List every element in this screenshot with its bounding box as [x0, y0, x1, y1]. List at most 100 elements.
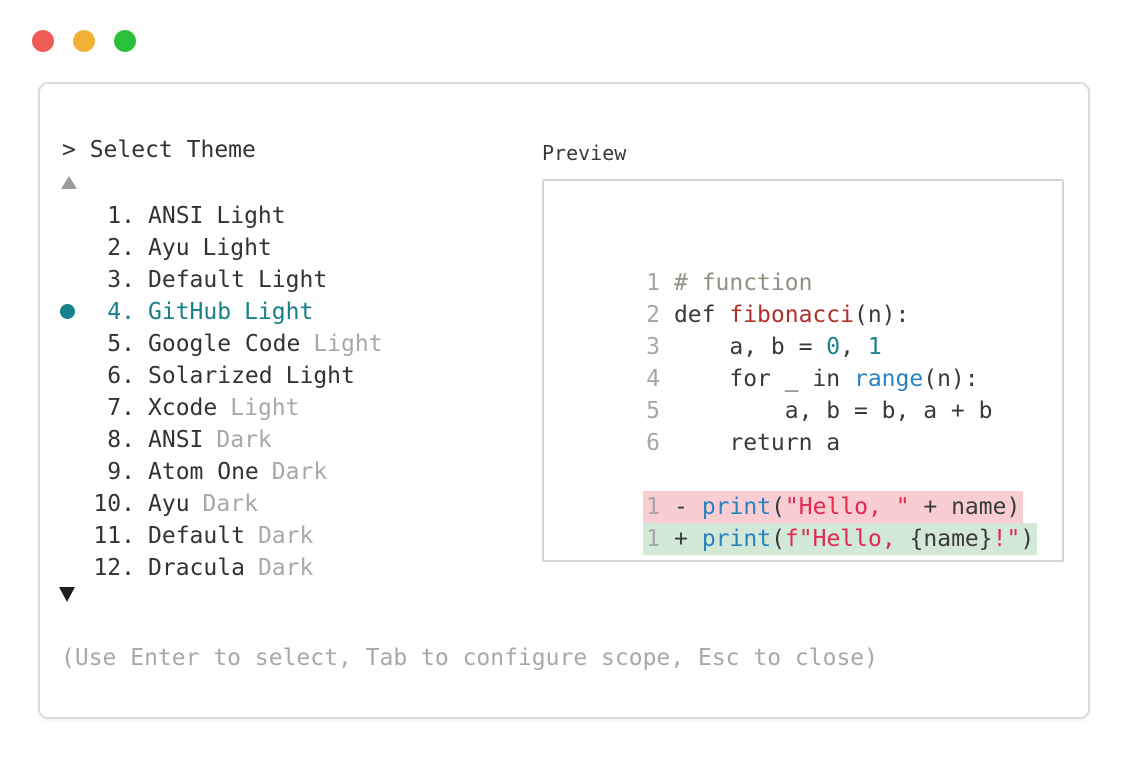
code-token: 1: [867, 334, 882, 360]
theme-variant: Light: [257, 267, 328, 293]
select-theme-prompt: > Select Theme: [62, 137, 256, 163]
window-controls: [32, 30, 136, 52]
selection-marker: [59, 232, 92, 264]
code-line: 3 a, b = 0, 1: [563, 299, 1062, 360]
theme-option-ansi-dark[interactable]: 8. ANSI Dark: [40, 424, 383, 456]
preview-title: Preview: [542, 141, 627, 165]
theme-option-github-light[interactable]: 4. GitHub Light: [40, 296, 383, 328]
theme-option-google-code-light[interactable]: 5. Google Code Light: [40, 328, 383, 360]
minimize-button[interactable]: [73, 30, 95, 52]
code-token: + name): [909, 494, 1021, 520]
theme-option-ayu-dark[interactable]: 10. Ayu Dark: [40, 488, 383, 520]
line-number: 1: [646, 494, 660, 520]
theme-name: ANSI: [148, 427, 204, 453]
selection-marker: [59, 200, 92, 232]
diff-minus-sign: -: [673, 494, 688, 520]
theme-variant: Dark: [202, 491, 258, 517]
theme-option-default-light[interactable]: 3. Default Light: [40, 264, 383, 296]
theme-name: Default: [148, 267, 245, 293]
theme-number: 11.: [93, 523, 135, 549]
scroll-up-icon: [61, 176, 77, 189]
code-token: "Hello, ": [784, 494, 910, 520]
theme-variant: Dark: [271, 459, 328, 485]
theme-variant: Light: [313, 331, 383, 357]
code-token: {name}: [909, 526, 993, 552]
selection-marker: [59, 456, 92, 488]
theme-option-atom-one-dark[interactable]: 9. Atom One Dark: [40, 456, 383, 488]
theme-number: 2.: [107, 235, 135, 261]
theme-number: 8.: [107, 427, 135, 453]
theme-name: Atom One: [148, 459, 259, 485]
line-number: 5: [646, 398, 660, 424]
selection-marker: [59, 424, 92, 456]
theme-option-xcode-light[interactable]: 7. Xcode Light: [40, 392, 383, 424]
code-token: def: [673, 302, 730, 328]
selection-marker: [59, 520, 92, 552]
theme-number: 6.: [107, 363, 135, 389]
code-token: fibonacci: [729, 302, 854, 328]
code-token: a, b = b, a + b: [673, 398, 993, 424]
scroll-down-icon: [59, 587, 75, 602]
code-token: (n):: [923, 366, 979, 392]
code-token: !": [992, 526, 1021, 552]
theme-number: 10.: [93, 491, 135, 517]
theme-number: 1.: [107, 203, 135, 229]
code-token: print: [701, 526, 772, 552]
theme-option-ansi-light[interactable]: 1. ANSI Light: [40, 200, 383, 232]
theme-variant: Light: [244, 299, 314, 325]
code-token: for _ in: [673, 366, 854, 392]
diff-removed-line: 1-print("Hello, " + name): [563, 459, 1062, 523]
code-line: 4 for _ in range(n):: [563, 331, 1062, 392]
code-line: 1 # function: [563, 235, 1062, 296]
theme-variant: Dark: [216, 427, 272, 453]
code-token: # function: [673, 270, 813, 296]
theme-list: 1. ANSI Light 2. Ayu Light 3. Default Li…: [40, 200, 383, 584]
theme-name: Google Code: [148, 331, 301, 357]
code-line: 2 def fibonacci(n):: [563, 267, 1062, 328]
line-number: 3: [646, 334, 660, 360]
theme-variant: Light: [230, 395, 300, 421]
code-token: print: [701, 494, 772, 520]
close-button[interactable]: [32, 30, 54, 52]
theme-variant: Light: [216, 203, 286, 229]
code-token: return a: [673, 430, 841, 456]
diff-added-line: 1+print(f"Hello, {name}!"): [563, 491, 1062, 555]
selection-marker: [59, 360, 92, 392]
theme-option-dracula-dark[interactable]: 12. Dracula Dark: [40, 552, 383, 584]
theme-option-ayu-light[interactable]: 2. Ayu Light: [40, 232, 383, 264]
theme-number: 7.: [107, 395, 135, 421]
code-token: (: [771, 526, 785, 552]
theme-number: 9.: [107, 459, 135, 485]
theme-variant: Dark: [257, 555, 314, 581]
line-number: 1: [646, 526, 660, 552]
code-token: (: [771, 494, 785, 520]
line-number: 1: [646, 270, 660, 296]
code-token: ,: [840, 334, 868, 360]
theme-option-default-dark[interactable]: 11. Default Dark: [40, 520, 383, 552]
line-number: 2: [646, 302, 660, 328]
code-line: 6 return a: [563, 395, 1062, 456]
theme-number: 5.: [107, 331, 135, 357]
code-token: ): [1020, 526, 1035, 552]
theme-number: 3.: [107, 267, 135, 293]
diff-plus-sign: +: [673, 526, 688, 552]
theme-name: Solarized: [148, 363, 273, 389]
theme-variant: Light: [202, 235, 272, 261]
selection-marker: [59, 392, 92, 424]
zoom-button[interactable]: [114, 30, 136, 52]
theme-name: GitHub: [148, 299, 232, 325]
code-token: range: [853, 366, 924, 392]
theme-option-solarized-light[interactable]: 6. Solarized Light: [40, 360, 383, 392]
theme-number: 12.: [93, 555, 135, 581]
code-token: (n):: [853, 302, 910, 328]
selection-marker: [59, 488, 92, 520]
theme-name: Xcode: [148, 395, 218, 421]
theme-name: Dracula: [148, 555, 245, 581]
theme-selector-window: > Select Theme Preview 1. ANSI Light 2. …: [38, 82, 1090, 719]
keyboard-hint: (Use Enter to select, Tab to configure s…: [61, 645, 878, 671]
code-token: f"Hello,: [784, 526, 910, 552]
theme-name: Default: [148, 523, 245, 549]
code-token: 0: [826, 334, 841, 360]
theme-number: 4.: [107, 299, 135, 325]
